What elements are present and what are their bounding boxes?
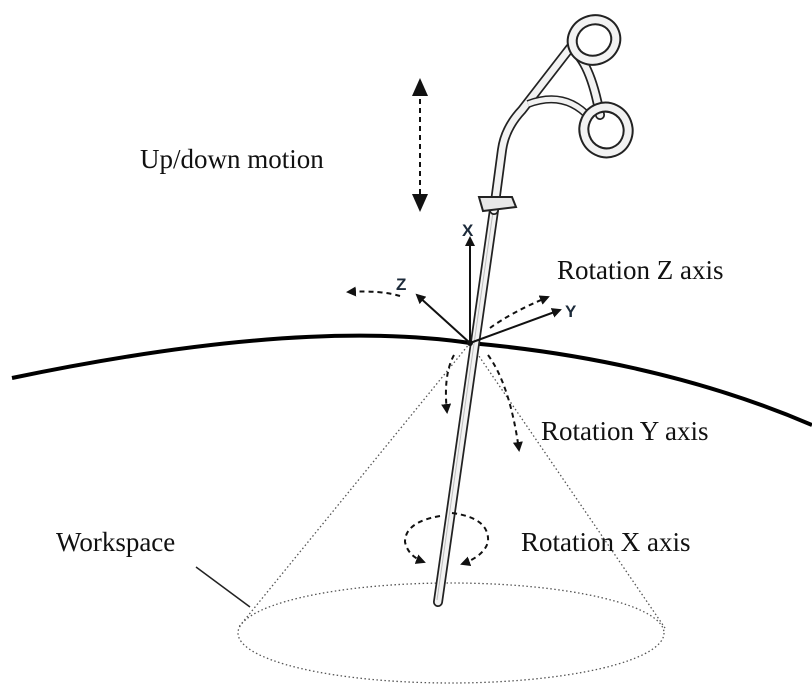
rotation-z-arrow-left bbox=[346, 286, 401, 297]
label-rotation-x-axis: Rotation X axis bbox=[521, 527, 691, 557]
axis-letter-z: Z bbox=[396, 275, 406, 294]
label-rotation-z-axis: Rotation Z axis bbox=[557, 255, 723, 285]
rotation-y-arrow-left bbox=[441, 354, 455, 414]
workspace-ellipse bbox=[237, 582, 665, 684]
rotation-z-arrow-right bbox=[489, 295, 550, 329]
instrument-handle bbox=[477, 14, 634, 215]
workspace-cone bbox=[237, 342, 666, 684]
body-surface-curve bbox=[11, 333, 812, 427]
label-workspace: Workspace bbox=[56, 527, 175, 557]
instrument-shaft bbox=[433, 205, 499, 607]
coordinate-frame bbox=[415, 236, 562, 346]
label-up-down-motion: Up/down motion bbox=[140, 144, 324, 174]
instrument-collar bbox=[477, 196, 518, 213]
rotation-x-arrow-left bbox=[403, 515, 441, 564]
rotation-y-arrow-right bbox=[487, 354, 523, 452]
workspace-leader-line bbox=[195, 566, 251, 608]
axis-letter-x: X bbox=[462, 221, 474, 240]
rotation-x-arrow-right bbox=[451, 512, 490, 566]
axis-letter-y: Y bbox=[565, 302, 577, 321]
label-rotation-y-axis: Rotation Y axis bbox=[541, 416, 708, 446]
